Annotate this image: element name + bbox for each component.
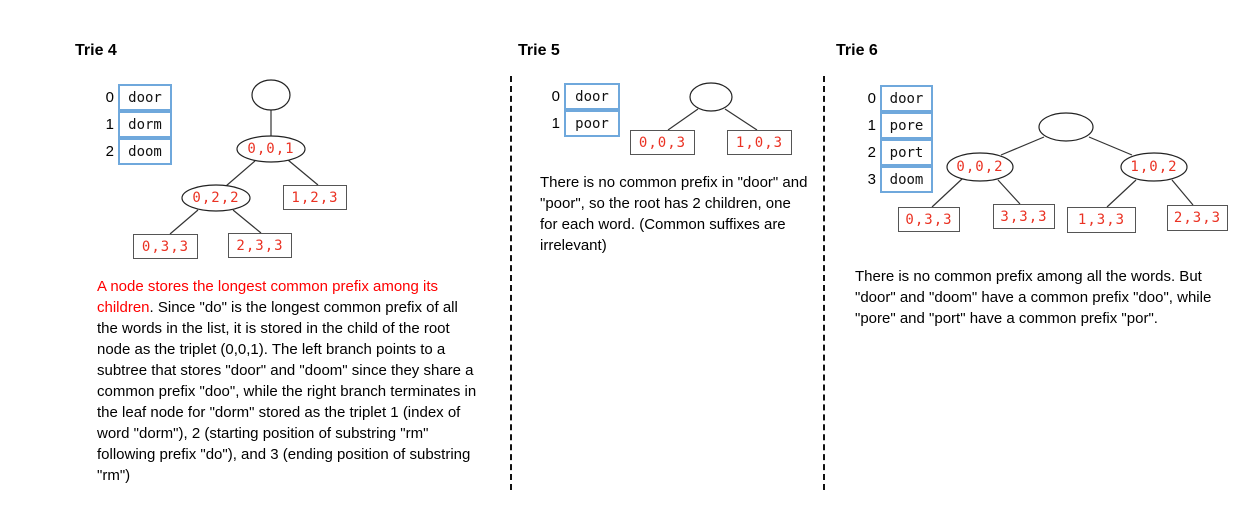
trie6-left-node	[946, 152, 1014, 182]
trie6-right-node	[1120, 152, 1188, 182]
word-box: port	[880, 139, 933, 166]
trie4-leaf-node: 0,3,3	[133, 234, 198, 259]
word-box: pore	[880, 112, 933, 139]
word-box: doom	[880, 166, 933, 193]
trie5-leaf-node: 1,0,3	[727, 130, 792, 155]
trie6-root-node	[1038, 112, 1094, 142]
word-box: doom	[118, 138, 172, 165]
trie6-left-label: 0,0,2	[956, 159, 1004, 175]
word-index: 1	[105, 116, 114, 133]
trie6-right-label: 1,0,2	[1130, 159, 1178, 175]
trie6-leaf-node: 0,3,3	[898, 207, 960, 232]
trie4-word-row: 2 doom	[96, 138, 172, 165]
word-index: 2	[105, 143, 114, 160]
trie4-left-node	[181, 184, 251, 212]
trie6-title: Trie 6	[836, 42, 878, 59]
trie6-word-row: 1 pore	[858, 112, 933, 139]
trie4-leaf-node: 2,3,3	[228, 233, 292, 258]
trie6-caption: There is no common prefix among all the …	[855, 268, 1212, 327]
word-index: 1	[867, 117, 876, 134]
word-box: door	[880, 85, 933, 112]
trie6-word-row: 2 port	[858, 139, 933, 166]
trie6-leaf-node: 2,3,3	[1167, 205, 1228, 231]
trie6-leaf-node: 1,3,3	[1067, 207, 1136, 233]
word-index: 0	[105, 89, 114, 106]
word-box: door	[118, 84, 172, 111]
word-box: dorm	[118, 111, 172, 138]
word-index: 3	[867, 171, 876, 188]
trie6-word-row: 3 doom	[858, 166, 933, 193]
trie4-left-label: 0,2,2	[192, 190, 240, 206]
trie6-edges	[931, 136, 1194, 208]
trie4-leaf-node: 1,2,3	[283, 185, 347, 210]
trie5-title: Trie 5	[518, 42, 560, 59]
trie4-caption: A node stores the longest common prefix …	[97, 276, 482, 486]
trie4-title: Trie 4	[75, 42, 117, 59]
trie4-word-row: 1 dorm	[96, 111, 172, 138]
trie6-leaf-node: 3,3,3	[993, 204, 1055, 229]
trie5-caption: There is no common prefix in "door" and …	[540, 174, 808, 254]
trie6-word-row: 0 door	[858, 85, 933, 112]
trie4-root-node	[251, 79, 291, 111]
trie4-caption-body: . Since "do" is the longest common prefi…	[97, 299, 477, 484]
word-index: 0	[551, 88, 560, 105]
section-divider-right	[823, 76, 825, 490]
section-divider-left	[510, 76, 512, 490]
trie4-caption-highlight: A node stores the longest common prefix …	[97, 278, 439, 316]
word-index: 1	[551, 115, 560, 132]
trie5-edges	[667, 108, 758, 131]
word-index: 0	[867, 90, 876, 107]
word-box: door	[564, 83, 620, 110]
trie5-root-node	[689, 82, 733, 112]
trie4-child-node	[236, 135, 306, 163]
trie5-leaf-node: 0,0,3	[630, 130, 695, 155]
word-index: 2	[867, 144, 876, 161]
trie4-word-row: 0 door	[96, 84, 172, 111]
trie4-edges	[169, 110, 319, 235]
trie4-child-label: 0,0,1	[247, 141, 295, 157]
word-box: poor	[564, 110, 620, 137]
trie5-word-row: 0 door	[542, 83, 620, 110]
trie5-word-row: 1 poor	[542, 110, 620, 137]
